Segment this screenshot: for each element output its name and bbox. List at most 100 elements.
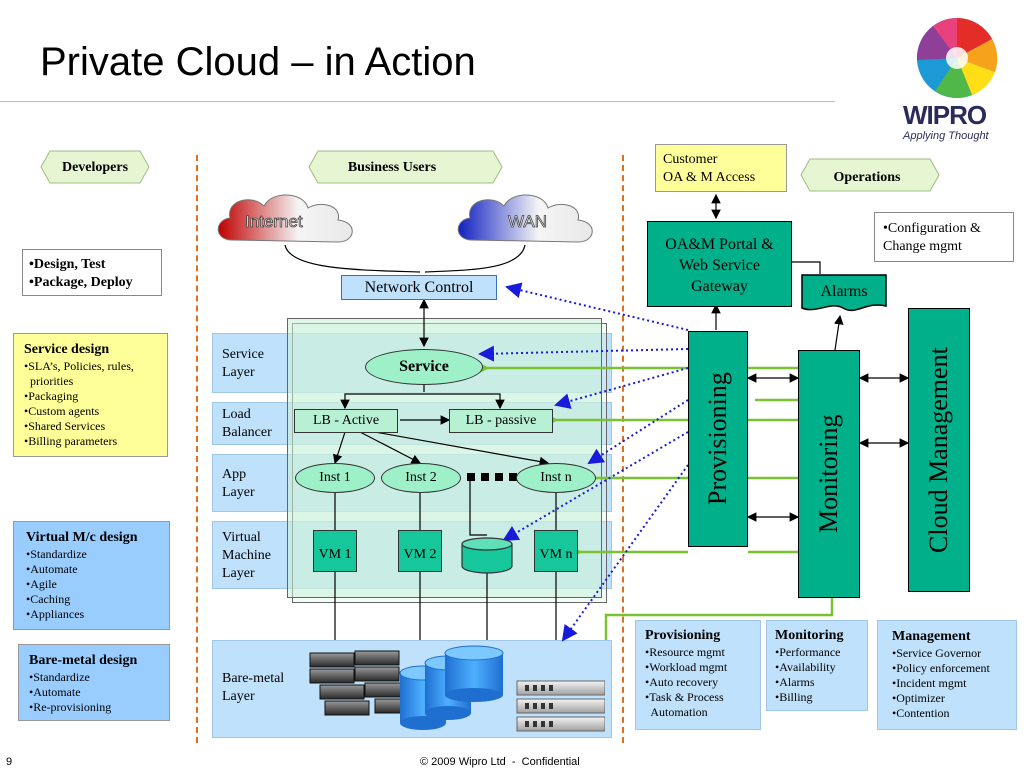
provisioning-box: Provisioning xyxy=(688,331,748,547)
provisioning-detail-item: •Auto recovery xyxy=(645,675,719,689)
provisioning-detail-item: •Task & Process xyxy=(645,690,724,704)
separator-right xyxy=(622,155,624,743)
developers-banner-shape xyxy=(40,150,150,184)
network-control-box: Network Control xyxy=(341,275,497,300)
management-detail-item: •Incident mgmt xyxy=(892,676,967,690)
management-detail-item: •Service Governor xyxy=(892,646,982,660)
alarms-shape xyxy=(801,274,887,312)
virtual-design-box: Virtual M/c design •Standardize •Automat… xyxy=(13,521,170,630)
baremetal-design-item: •Automate xyxy=(29,685,81,699)
alarms-monitoring-link xyxy=(834,314,844,351)
operations-banner: Operations xyxy=(833,170,901,185)
provisioning-detail-box: Provisioning •Resource mgmt •Workload mg… xyxy=(635,620,761,730)
management-detail-box: Management •Service Governor •Policy enf… xyxy=(877,620,1017,730)
baremetal-design-item: •Re-provisioning xyxy=(29,700,112,714)
wipro-flower-icon xyxy=(916,18,998,98)
inst-storage-link xyxy=(469,480,487,536)
monitoring-box: Monitoring xyxy=(798,350,860,598)
vm-1: VM 1 xyxy=(313,530,357,572)
monitoring-detail-box: Monitoring •Performance •Availability •A… xyxy=(766,620,868,711)
monitoring-label: Monitoring xyxy=(814,414,843,534)
virtual-design-item: •Standardize xyxy=(26,547,87,561)
storage-cylinder-icon xyxy=(461,537,513,574)
baremetal-design-title: Bare-metal design xyxy=(29,653,138,668)
lb-active: LB - Active xyxy=(294,409,398,433)
inst-2: Inst 2 xyxy=(381,463,461,493)
virtual-design-title: Virtual M/c design xyxy=(26,530,138,545)
business-users-banner: Business Users xyxy=(347,160,437,175)
lb-inst2-link xyxy=(359,431,422,464)
provisioning-detail-item: •Workload mgmt xyxy=(645,660,728,674)
page-title: Private Cloud – in Action xyxy=(40,40,476,84)
ellipsis-squares xyxy=(467,472,517,490)
provisioning-label: Provisioning xyxy=(703,372,732,506)
provisioning-detail-item: •Resource mgmt xyxy=(645,645,725,659)
service-design-item: priorities xyxy=(24,374,74,388)
alarms-label: Alarms xyxy=(820,283,868,300)
title-divider xyxy=(0,101,835,102)
management-detail-title: Management xyxy=(892,629,971,644)
copyright: © 2009 Wipro Ltd - Confidential xyxy=(420,756,580,768)
baremetal-hardware-icon xyxy=(309,645,605,732)
portal-alarms-link xyxy=(792,261,821,274)
monitoring-detail-item: •Billing xyxy=(775,690,813,704)
developers-item: •Design, Test xyxy=(29,257,106,272)
monitoring-detail-item: •Performance xyxy=(775,645,841,659)
business-users-banner-shape xyxy=(308,150,503,184)
service-design-item: •SLA’s, Policies, rules, xyxy=(24,359,134,373)
virtual-design-item: •Caching xyxy=(26,592,71,606)
wan-cloud-icon xyxy=(457,194,593,243)
developers-banner: Developers xyxy=(61,160,129,175)
developers-item: •Package, Deploy xyxy=(29,275,133,290)
inst-1: Inst 1 xyxy=(295,463,375,493)
wipro-tagline: Applying Thought xyxy=(903,130,989,142)
service-design-title: Service design xyxy=(24,342,110,357)
vm-2: VM 2 xyxy=(398,530,442,572)
virtual-design-item: •Appliances xyxy=(26,607,85,621)
management-detail-item: •Policy enforcement xyxy=(892,661,990,675)
baremetal-design-item: •Standardize xyxy=(29,670,90,684)
service-design-item: •Custom agents xyxy=(24,404,100,418)
separator-left xyxy=(196,155,198,743)
monitoring-detail-item: •Alarms xyxy=(775,675,815,689)
provisioning-detail-title: Provisioning xyxy=(645,628,721,643)
service-design-box: Service design •SLA’s, Policies, rules, … xyxy=(13,333,168,457)
wipro-brand: WIPRO xyxy=(903,100,987,130)
page-number: 9 xyxy=(6,756,13,768)
lb-passive: LB - passive xyxy=(449,409,553,433)
monitoring-detail-title: Monitoring xyxy=(775,628,844,643)
service-node: Service xyxy=(365,349,483,385)
internet-cloud-icon xyxy=(217,194,353,243)
internet-label: Internet xyxy=(245,212,303,232)
network-appliance-icon xyxy=(516,680,605,732)
lb-inst1-link xyxy=(333,431,346,465)
wan-label: WAN xyxy=(508,212,548,232)
operations-banner-shape xyxy=(800,158,940,192)
server-rack-icon xyxy=(309,650,412,716)
wan-link xyxy=(424,244,526,273)
cloud-management-box: Cloud Management xyxy=(908,308,970,592)
service-design-item: •Shared Services xyxy=(24,419,106,433)
baremetal-design-box: Bare-metal design •Standardize •Automate… xyxy=(18,644,170,721)
wipro-logo: WIPRO Applying Thought xyxy=(895,10,1020,145)
virtual-design-item: •Automate xyxy=(26,562,78,576)
management-detail-item: •Contention xyxy=(892,706,950,720)
vm-n: VM n xyxy=(534,530,578,572)
management-detail-item: •Optimizer xyxy=(892,691,945,705)
cloud-management-label: Cloud Management xyxy=(924,347,953,553)
config-change-box: •Configuration &Change mgmt xyxy=(874,212,1014,262)
lb-instn-link xyxy=(374,431,550,467)
developers-box: •Design, Test •Package, Deploy xyxy=(22,249,162,296)
virtual-design-item: •Agile xyxy=(26,577,57,591)
internet-link xyxy=(284,244,421,273)
database-icon xyxy=(399,645,504,730)
monitoring-detail-item: •Availability xyxy=(775,660,836,674)
